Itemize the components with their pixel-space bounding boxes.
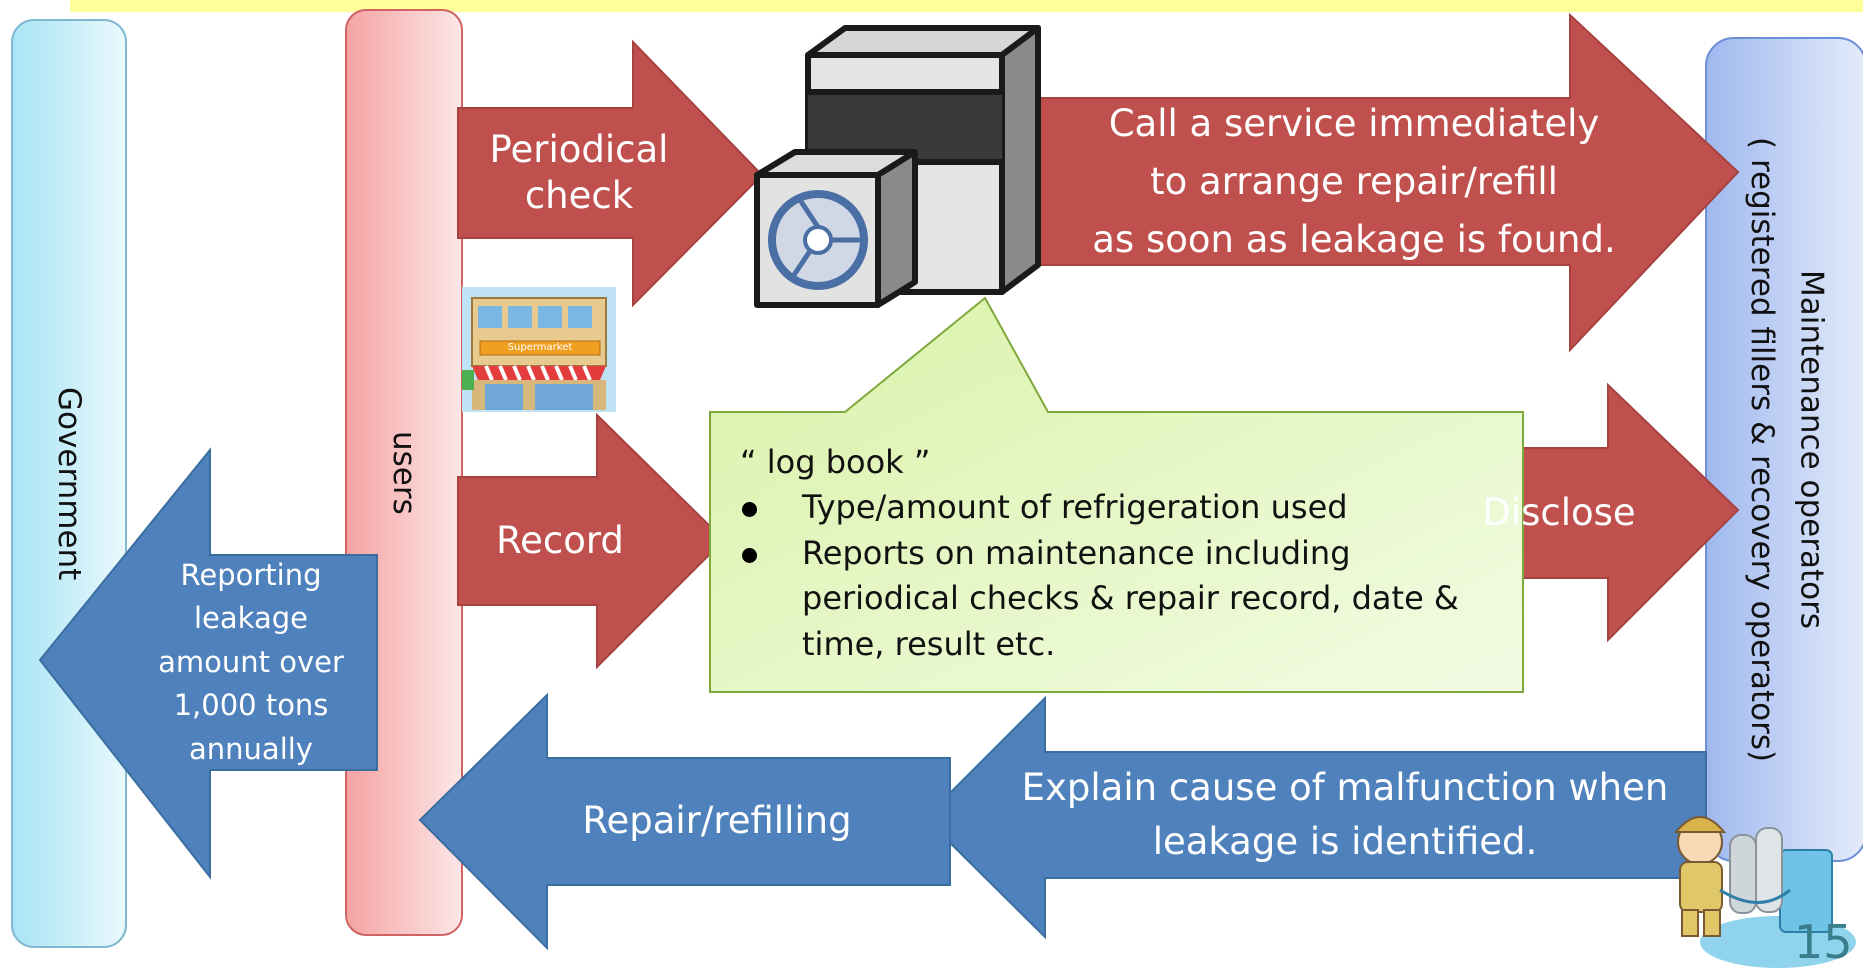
logbook-callout <box>709 296 1524 693</box>
government-label: Government <box>51 386 87 581</box>
users-label: users <box>386 430 422 515</box>
reporting-label: Reporting leakage amount over 1,000 tons… <box>158 557 344 766</box>
top-banner-strip <box>70 0 1863 12</box>
periodical-check-arrow <box>457 39 764 308</box>
maintenance-operators-label: Maintenance operators ( registered fille… <box>1744 136 1830 763</box>
disclose-label: Disclose <box>1482 490 1636 534</box>
repair-refilling-arrow <box>418 692 951 951</box>
logbook-title: “ log book ” <box>740 443 931 481</box>
call-service-arrow <box>1037 12 1740 353</box>
mechanic-illustration <box>1673 816 1856 968</box>
logbook-content: “ log book ” Type/amount of refrigeratio… <box>740 440 1460 667</box>
air-conditioner-illustration <box>754 25 1041 308</box>
supermarket-illustration <box>462 287 616 412</box>
call-service-label: Call a service immediately to arrange re… <box>1092 102 1616 261</box>
record-label: Record <box>496 518 624 562</box>
explain-cause-arrow <box>923 695 1707 940</box>
repair-refilling-label: Repair/refilling <box>582 799 852 843</box>
explain-cause-label: Explain cause of malfunction when leakag… <box>1021 766 1669 863</box>
logbook-list: Type/amount of refrigeration used Report… <box>740 485 1460 667</box>
record-arrow <box>457 412 726 670</box>
supermarket-sign: Supermarket <box>507 341 573 353</box>
reporting-arrow <box>38 447 378 880</box>
periodical-check-label: Periodical check <box>489 127 669 217</box>
logbook-item: Type/amount of refrigeration used <box>740 485 1460 530</box>
logbook-item: Reports on maintenance including periodi… <box>740 531 1460 667</box>
page-number: 15 <box>1794 915 1853 969</box>
